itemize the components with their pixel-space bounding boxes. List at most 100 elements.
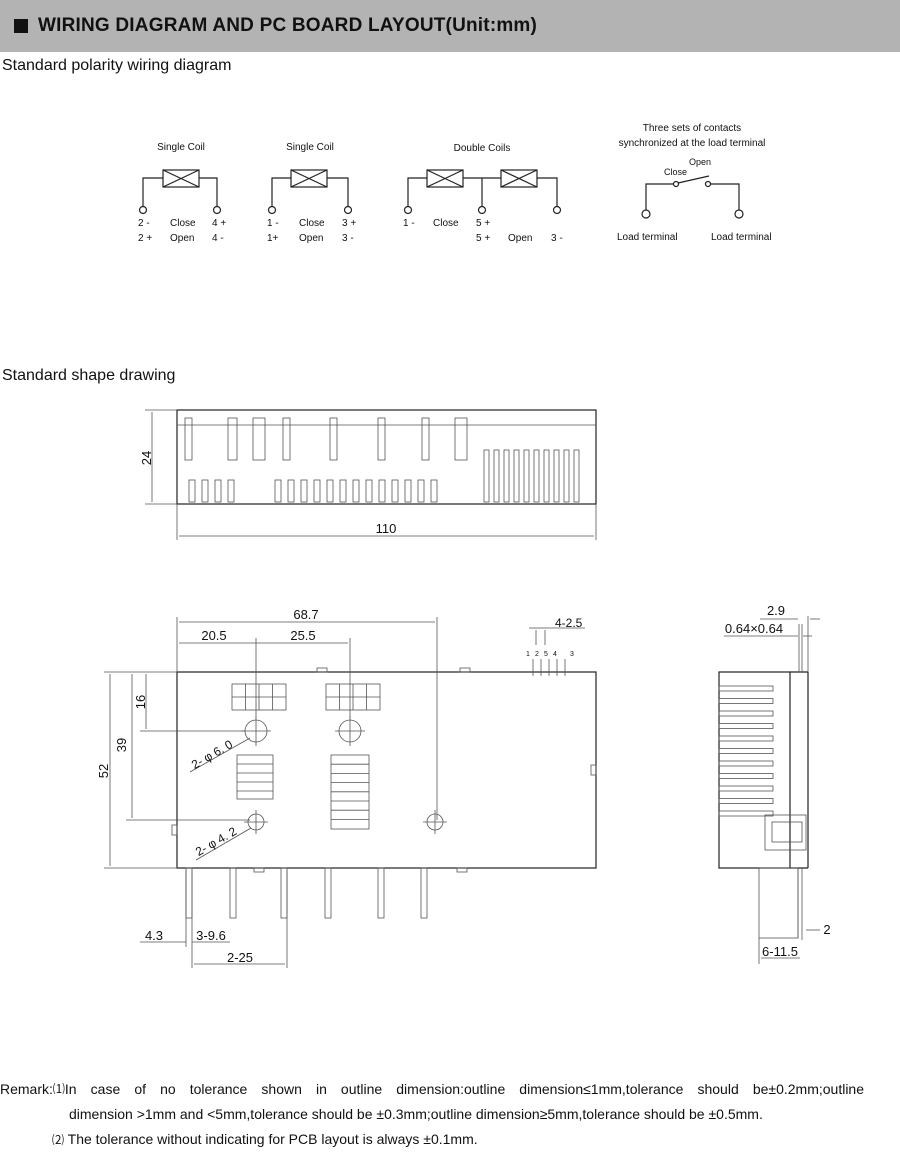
svg-text:Load terminal: Load terminal	[711, 232, 772, 243]
vent-slot	[404, 479, 412, 503]
vent-slot	[513, 449, 520, 503]
svg-text:Open: Open	[170, 233, 194, 244]
top-view-drawing: 24 110	[139, 409, 597, 540]
dim-3-9-6: 3-9.6	[196, 928, 226, 943]
svg-text:Load terminal: Load terminal	[617, 232, 678, 243]
front-pin	[229, 867, 237, 919]
vent-slot	[313, 479, 321, 503]
remark-line-2: dimension >1mm and <5mm,tolerance should…	[69, 1106, 763, 1122]
top-tab	[282, 417, 291, 461]
svg-text:3 +: 3 +	[342, 218, 356, 229]
svg-text:1+: 1+	[267, 233, 279, 244]
shape-section-title: Standard shape drawing	[2, 367, 176, 384]
terminal-icon	[212, 205, 222, 215]
vent-slot	[563, 449, 570, 503]
side-view-drawing: 2.9 0.64×0.64 2 6-11.5	[718, 603, 831, 964]
single-coil-2-title: Single Coil	[286, 142, 334, 153]
side-fin	[718, 760, 774, 767]
vent-slot	[430, 479, 438, 503]
vent-slot	[493, 449, 500, 503]
svg-text:Open: Open	[689, 157, 711, 167]
svg-text:5 +: 5 +	[476, 233, 490, 244]
vent-slot	[188, 479, 196, 503]
remark-label: Remark:	[0, 1081, 53, 1097]
terminal-icon	[267, 205, 277, 215]
dim-4-3: 4.3	[145, 928, 163, 943]
vent-slot	[300, 479, 308, 503]
front-pin	[324, 867, 332, 919]
pin-label: 2	[535, 651, 539, 658]
vent-slot	[352, 479, 360, 503]
side-fin	[718, 785, 774, 792]
side-fin	[718, 810, 774, 817]
remark-line-3: The tolerance without indicating for PCB…	[67, 1131, 478, 1147]
dim-4-2-5: 4-2.5	[555, 616, 583, 630]
side-fin	[718, 798, 774, 804]
front-pin	[185, 867, 193, 919]
top-tab	[454, 417, 468, 461]
svg-text:1 -: 1 -	[403, 218, 415, 229]
single-coil-1-title: Single Coil	[157, 142, 205, 153]
dim-25-5: 25.5	[290, 628, 315, 643]
top-tab	[329, 417, 338, 461]
side-pin-outline	[758, 867, 799, 939]
vent-slot	[483, 449, 490, 503]
dim-39: 39	[114, 738, 129, 752]
front-pin	[420, 867, 428, 919]
terminal-icon	[641, 209, 651, 219]
contact-point-icon	[672, 180, 680, 188]
remarks: Remark:⑴In case of no tolerance shown in…	[0, 1077, 900, 1153]
vent-slot	[287, 479, 295, 503]
side-fin	[718, 735, 774, 742]
dim-0-64x0-64: 0.64×0.64	[725, 621, 783, 636]
top-tab	[252, 417, 266, 461]
contact-point-icon	[704, 180, 712, 188]
svg-text:1 -: 1 -	[267, 218, 279, 229]
wiring-contacts: Three sets of contacts synchronized at t…	[617, 123, 772, 243]
vent-slot	[543, 449, 550, 503]
wiring-single-coil-1: Single Coil 2 - Close 4 + 2 + Open 4 -	[138, 142, 226, 244]
dim-top-width: 110	[376, 521, 397, 536]
top-tab	[227, 417, 238, 461]
svg-text:5 +: 5 +	[476, 218, 490, 229]
terminal-icon	[734, 209, 744, 219]
relay-top-outline	[176, 409, 597, 505]
side-bracket	[764, 814, 807, 851]
vent-slot	[523, 449, 530, 503]
side-fin	[718, 698, 774, 704]
switch-arm	[677, 175, 710, 184]
dim-6-11-5: 6-11.5	[762, 944, 798, 959]
pin-label: 1	[526, 651, 530, 658]
vent-slot	[274, 479, 282, 503]
vent-slot	[503, 449, 510, 503]
vent-slot	[391, 479, 399, 503]
svg-text:Open: Open	[299, 233, 323, 244]
remark-line-1: In case of no tolerance shown in outline…	[64, 1081, 864, 1097]
square-bullet-icon	[14, 19, 28, 33]
svg-text:Close: Close	[170, 218, 196, 229]
svg-text:3 -: 3 -	[342, 233, 354, 244]
side-fin	[718, 710, 774, 717]
remark-num-2: ⑵	[52, 1133, 65, 1147]
vent-slot	[573, 449, 580, 503]
side-fin	[718, 748, 774, 754]
dim-2: 2	[823, 922, 830, 937]
svg-text:Close: Close	[664, 167, 687, 177]
contacts-title-1: Three sets of contacts	[643, 123, 741, 134]
dim-phi-4: 2- φ 4. 2	[193, 824, 239, 859]
wiring-double-coils: Double Coils 1 - Close 5 + 5 + Open 3 -	[403, 143, 563, 244]
terminal-icon	[343, 205, 353, 215]
side-fin	[718, 773, 774, 779]
svg-text:4 -: 4 -	[212, 233, 224, 244]
vent-slot	[326, 479, 334, 503]
top-tab	[184, 417, 193, 461]
pin-label: 3	[570, 651, 574, 658]
svg-text:Open: Open	[508, 233, 532, 244]
front-pin	[377, 867, 385, 919]
side-fin	[718, 685, 774, 692]
vent-slot	[533, 449, 540, 503]
dim-phi-6: 2- φ 6. 0	[189, 737, 235, 772]
vent-slot	[553, 449, 560, 503]
coil-block	[236, 754, 274, 800]
